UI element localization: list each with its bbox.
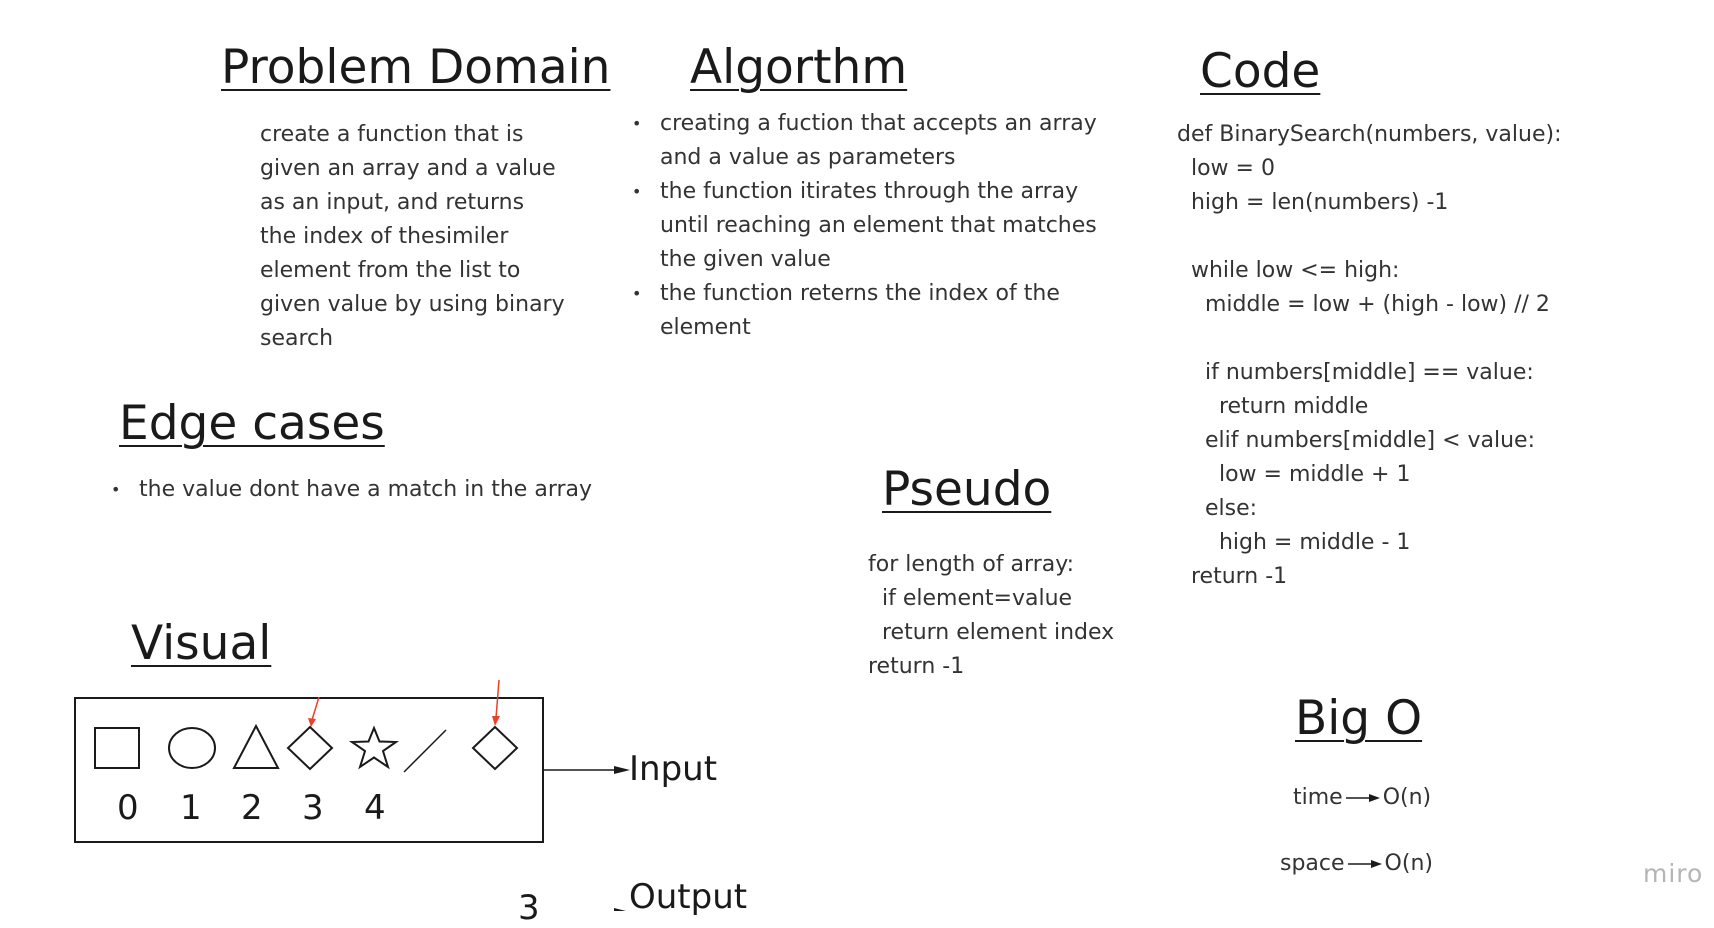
bullet-icon: • <box>632 284 642 303</box>
array-box <box>74 697 544 843</box>
code-line: high = middle - 1 <box>1177 530 1411 555</box>
problem-domain-line: as an input, and returns <box>260 190 525 215</box>
code-block: def BinarySearch(numbers, value): low = … <box>1177 118 1562 594</box>
algorithm-item-line: the function reterns the index of the <box>660 281 1060 306</box>
algorithm-item-line: creating a fuction that accepts an array <box>660 111 1097 136</box>
code-line: low = 0 <box>1177 156 1275 181</box>
square-icon <box>94 727 140 769</box>
problem-domain-line: element from the list to <box>260 258 521 283</box>
algorithm-item-line: and a value as parameters <box>660 145 956 170</box>
time-complexity-row: time O(n) <box>1293 785 1431 810</box>
algorithm-item: • the function itirates through the arra… <box>632 175 1097 277</box>
edge-cases-list: • the value dont have a match in the arr… <box>111 473 592 507</box>
pseudo-line: if element=value <box>868 586 1073 611</box>
edge-case-item: • the value dont have a match in the arr… <box>111 473 592 507</box>
array-index-label: 1 <box>180 788 202 828</box>
problem-domain-text: create a function that is given an array… <box>260 118 565 356</box>
code-line: def BinarySearch(numbers, value): <box>1177 122 1562 147</box>
code-line: while low <= high: <box>1177 258 1400 283</box>
pointer-arrow-icon <box>495 679 500 719</box>
pointer-arrow-icon <box>311 696 320 721</box>
pseudo-line: return -1 <box>868 654 965 679</box>
problem-domain-line: given an array and a value <box>260 156 556 181</box>
code-line: middle = low + (high - low) // 2 <box>1177 292 1550 317</box>
pointer-arrowhead-icon <box>492 716 500 726</box>
input-arrowhead-icon <box>614 766 630 774</box>
space-label: space <box>1280 851 1345 876</box>
output-value: 3 <box>518 888 540 928</box>
code-line: return middle <box>1177 394 1369 419</box>
time-value: O(n) <box>1382 785 1432 810</box>
bullet-icon: • <box>632 114 642 133</box>
code-line: if numbers[middle] == value: <box>1177 360 1534 385</box>
algorithm-list: • creating a fuction that accepts an arr… <box>632 107 1097 345</box>
array-index-label: 0 <box>117 788 139 828</box>
arrow-right-icon <box>1345 793 1380 802</box>
edge-cases-heading: Edge cases <box>119 396 385 451</box>
code-line: low = middle + 1 <box>1177 462 1411 487</box>
algorithm-item: • the function reterns the index of the … <box>632 277 1097 345</box>
code-line: return -1 <box>1177 564 1288 589</box>
space-complexity-row: space O(n) <box>1280 851 1433 876</box>
code-heading: Code <box>1200 44 1321 99</box>
pointer-arrowhead-icon <box>308 718 316 727</box>
problem-domain-line: the index of thesimiler <box>260 224 509 249</box>
array-index-label: 2 <box>241 788 263 828</box>
code-line: high = len(numbers) -1 <box>1177 190 1449 215</box>
algorithm-item-line: the function itirates through the array <box>660 179 1079 204</box>
algorithm-item-line: the given value <box>660 247 831 272</box>
code-line: else: <box>1177 496 1258 521</box>
star-icon <box>348 725 400 770</box>
slash-icon <box>403 729 447 773</box>
bullet-icon: • <box>111 480 121 499</box>
time-label: time <box>1293 785 1343 810</box>
problem-domain-heading: Problem Domain <box>221 40 611 95</box>
output-arrowhead-icon <box>614 908 626 911</box>
problem-domain-line: create a function that is <box>260 122 524 147</box>
circle-icon <box>168 727 216 769</box>
problem-domain-line: search <box>260 326 334 351</box>
bullet-icon: • <box>632 182 642 201</box>
output-label: Output <box>629 877 748 917</box>
diamond-icon <box>286 725 334 771</box>
triangle-icon <box>232 723 280 769</box>
algorithm-item-line: element <box>660 315 751 340</box>
algorithm-heading: Algorthm <box>690 40 908 95</box>
array-index-label: 3 <box>302 788 324 828</box>
algorithm-item-line: until reaching an element that matches <box>660 213 1097 238</box>
space-value: O(n) <box>1384 851 1433 876</box>
pseudo-line: for length of array: <box>868 552 1075 577</box>
code-line: elif numbers[middle] < value: <box>1177 428 1536 453</box>
pseudo-block: for length of array: if element=value re… <box>868 548 1114 684</box>
problem-domain-line: given value by using binary <box>260 292 565 317</box>
diamond-icon <box>471 725 519 771</box>
big-o-heading: Big O <box>1295 691 1423 746</box>
input-label: Input <box>629 749 718 789</box>
array-index-label: 4 <box>364 788 386 828</box>
arrow-right-icon <box>1347 859 1382 868</box>
algorithm-item: • creating a fuction that accepts an arr… <box>632 107 1097 175</box>
miro-watermark: miro <box>1643 859 1704 888</box>
edge-case-text: the value dont have a match in the array <box>139 477 593 502</box>
visual-heading: Visual <box>131 616 272 671</box>
pseudo-heading: Pseudo <box>882 462 1052 517</box>
pseudo-line: return element index <box>868 620 1115 645</box>
